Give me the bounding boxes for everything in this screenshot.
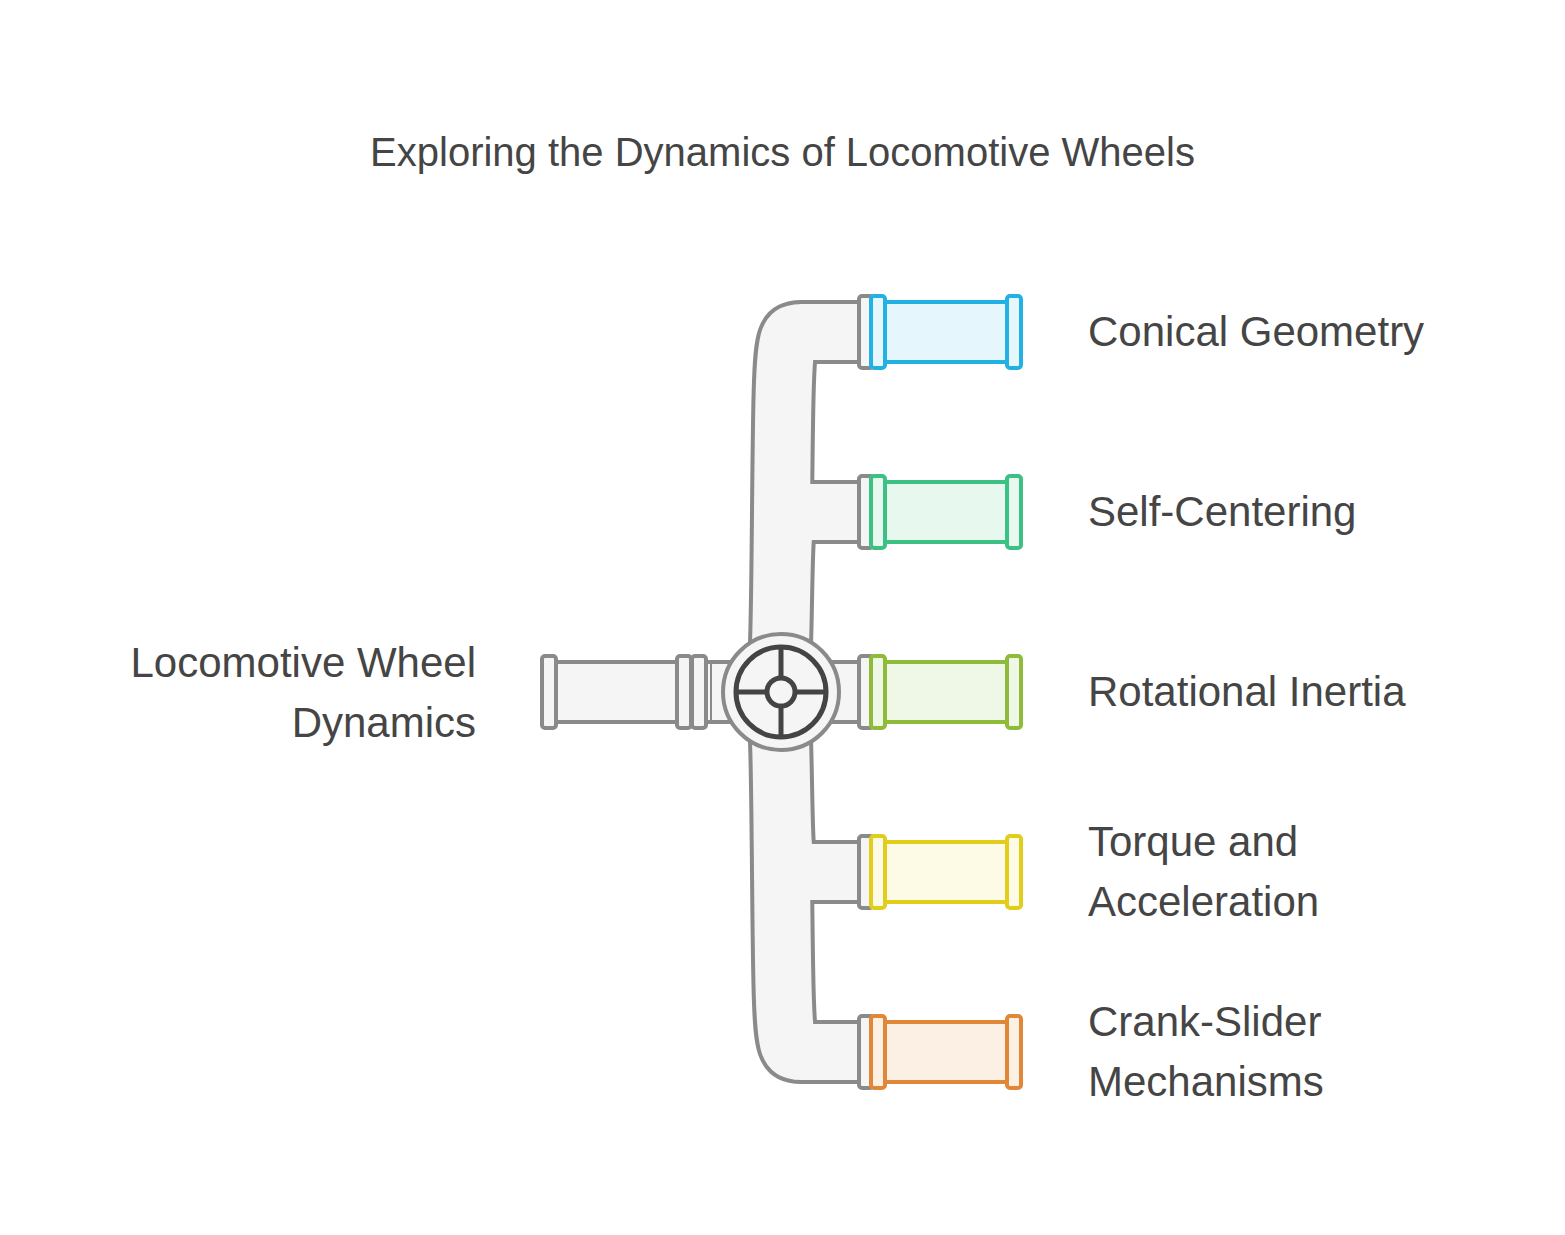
pipe-body [873, 662, 1009, 722]
pipe-label: Conical Geometry [1088, 292, 1508, 372]
pipe-flange [1007, 836, 1021, 908]
branch-pipe: Conical Geometry [857, 292, 1517, 372]
pipe-label: Torque and Acceleration [1088, 832, 1508, 912]
valve-body [723, 634, 839, 750]
pipe-flange [871, 1016, 885, 1088]
pipe-outline-layer [712, 332, 861, 1052]
pipe-flange [1007, 1016, 1021, 1088]
pipe-flange [1007, 656, 1021, 728]
pipe-body [873, 842, 1009, 902]
pipe-flange [542, 656, 556, 728]
pipe-label: Locomotive Wheel Dynamics [56, 620, 476, 765]
pipe-flange [871, 296, 885, 368]
source-pipe: Locomotive Wheel Dynamics [40, 620, 712, 765]
pipe-flange [677, 656, 691, 728]
pipe-fill-layer [712, 332, 861, 1052]
branch-pipe: Rotational Inertia [857, 652, 1517, 732]
branch-pipe: Self-Centering [857, 472, 1517, 552]
branch-pipe: Torque and Acceleration [857, 832, 1517, 912]
pipe-body [873, 302, 1009, 362]
pipe-body [873, 1022, 1009, 1082]
pipe-label: Crank-Slider Mechanisms [1088, 1012, 1508, 1092]
pipe-flange [871, 476, 885, 548]
pipe-flange [692, 656, 706, 728]
pipe-flange [871, 836, 885, 908]
branch-pipe: Crank-Slider Mechanisms [857, 1012, 1517, 1092]
pipe-flange [871, 656, 885, 728]
pipe-flange [1007, 476, 1021, 548]
pipe-label: Self-Centering [1088, 472, 1508, 552]
pipe-body [873, 482, 1009, 542]
valve-wheel [736, 647, 826, 737]
pipe-flange [1007, 296, 1021, 368]
diagram-title: Exploring the Dynamics of Locomotive Whe… [0, 124, 1565, 180]
pipe-label: Rotational Inertia [1088, 652, 1508, 732]
valve-hub [767, 678, 795, 706]
